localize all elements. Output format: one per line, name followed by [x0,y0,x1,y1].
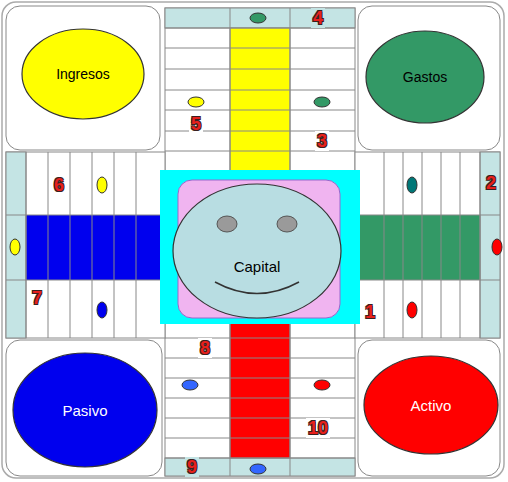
face-smile [215,282,299,294]
bottom-arm-part [230,318,231,476]
left-arm-part [26,152,27,338]
node-shape [13,353,157,467]
income-ellipse: Ingresos [21,28,145,120]
right-arm-part [480,280,500,281]
top-arm-part [165,110,355,111]
corner-home-part [6,6,160,150]
square-number: 7 [30,288,44,308]
left-arm-part [48,152,49,338]
left-arm-part [6,152,165,338]
top-arm-part [250,13,266,23]
center-square [160,170,360,324]
top-arm-part [188,97,204,107]
square-number: 2 [484,173,498,193]
left-arm-part [26,215,165,280]
bottom-arm-part [165,378,355,379]
bottom-arm-part [165,458,355,476]
right-arm-part [403,152,404,338]
right-arm-part [355,215,480,280]
bottom-arm-part [165,318,355,476]
top-arm-part [165,8,355,28]
top-arm-part [314,97,330,107]
center-square-part [160,170,360,324]
corner-home-part [358,340,500,476]
right-arm-part [492,239,502,255]
bottom-arm [165,318,355,476]
square-number: 8 [198,338,212,358]
capital-face: Capital [172,183,342,319]
liability-ellipse: Pasivo [12,352,158,468]
node-label: Gastos [403,69,447,85]
node-outline [172,183,342,319]
square-number: 1 [363,302,377,322]
face-eye [217,216,237,232]
right-arm-part [441,152,442,338]
top-arm-part [230,28,290,172]
top-arm-part [165,28,355,29]
left-arm-part [136,152,137,338]
square-number: 4 [311,8,325,28]
bottom-arm-part [165,358,355,359]
left-arm-part [114,152,115,338]
node-shape [22,29,144,119]
bottom-arm-part [290,318,291,476]
right-arm [355,152,502,338]
right-arm-part [407,302,417,318]
square-number: 9 [185,457,199,477]
corner-home [6,6,500,476]
right-arm-part [384,152,385,338]
top-arm-part [165,48,355,49]
node-label: Capital [234,258,281,275]
node-shape [366,31,484,123]
right-arm-part [422,152,423,338]
left-arm-part [92,152,93,338]
right-arm-part [460,152,461,338]
bottom-arm-part [165,338,355,339]
bottom-arm-part [230,318,290,458]
node-label: Activo [411,397,452,414]
node-label: Ingresos [56,66,110,82]
top-arm-part [165,8,355,172]
board-frame [2,2,504,478]
node-label: Pasivo [62,402,107,419]
left-arm-part [97,177,107,193]
node-shape [364,356,498,454]
bottom-arm-part [250,464,266,474]
right-arm-part [480,215,500,216]
asset-ellipse: Activo [363,355,499,455]
bottom-arm-part [165,398,355,399]
bottom-arm-part [314,380,330,390]
left-arm-part [10,239,20,255]
bottom-arm-part [182,380,198,390]
node-shape [173,184,341,318]
corner-home-part [6,340,162,476]
square-number: 3 [315,131,329,151]
corner-home-part [358,6,500,150]
top-arm-part [165,69,355,70]
left-arm-part [70,152,71,338]
square-number: 10 [306,418,330,438]
right-arm-part [355,152,500,338]
square-number: 6 [52,175,66,195]
left-arm-part [6,280,26,281]
left-arm-part [6,215,26,216]
expense-ellipse: Gastos [365,30,485,124]
board-frame-part [2,2,504,478]
right-arm-part [407,177,417,193]
top-arm-part [165,90,355,91]
left-arm [6,152,165,338]
left-arm-part [6,152,26,338]
right-arm-part [480,152,481,338]
face-eye [277,216,297,232]
square-number: 5 [189,114,203,134]
left-arm-part [97,302,107,318]
top-arm [165,8,355,172]
